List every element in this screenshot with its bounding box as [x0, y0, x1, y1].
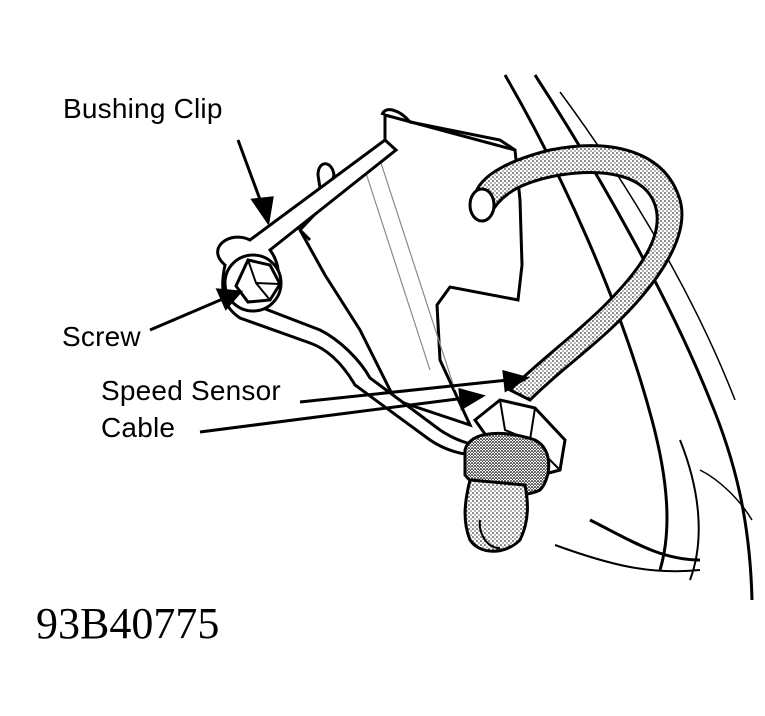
speed-sensor-arrowhead [502, 369, 530, 393]
figure-id: 93B40775 [36, 599, 220, 648]
speed-sensor-cable [468, 144, 684, 402]
speed-sensor-label-line1: Speed Sensor [101, 375, 281, 406]
sensor-fitting [463, 398, 567, 553]
bushing-clip-leader [236, 139, 264, 206]
cable-leader [199, 396, 466, 434]
speed-sensor-leader [299, 378, 509, 404]
screw-arrowhead [215, 288, 244, 311]
bushing-clip-label: Bushing Clip [63, 93, 223, 124]
bushing-clip [216, 138, 482, 457]
speed-sensor-label-line2: Cable [101, 412, 176, 443]
cable-arrowhead [458, 387, 486, 411]
screw-label: Screw [62, 321, 141, 352]
mounting-bracket [298, 108, 524, 428]
leader-lines [149, 139, 530, 434]
bushing-clip-arrowhead [250, 196, 274, 226]
screw-leader [149, 296, 226, 332]
screw-head [223, 253, 283, 313]
